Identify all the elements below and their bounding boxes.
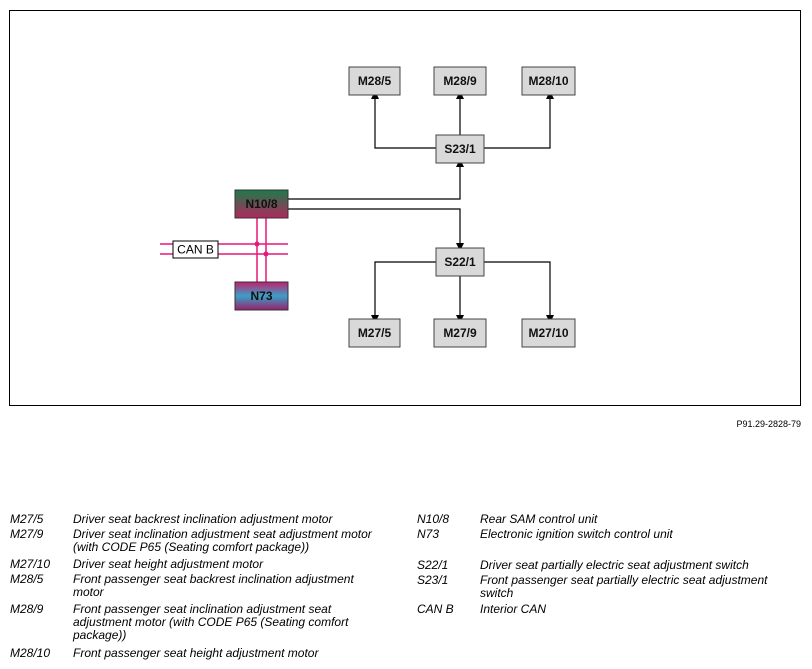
node-s22-1: S22/1 [435, 247, 485, 277]
legend-desc: Interior CAN [480, 602, 547, 616]
node-m28-10: M28/10 [521, 66, 576, 96]
legend-code: N73 [417, 527, 440, 541]
connector-s22-branch [288, 208, 554, 323]
legend-desc: Rear SAM control unit [480, 512, 598, 526]
legend-code: S23/1 [417, 573, 449, 587]
node-m28-9: M28/9 [433, 66, 487, 96]
legend-desc: Front passenger seat inclination adjustm… [73, 602, 349, 642]
block-diagram: M28/5 M28/9 M28/10 S23/1 N10/8 CAN B N [160, 66, 576, 348]
legend-desc: Front passenger seat height adjustment m… [73, 646, 319, 660]
node-m27-10: M27/10 [521, 318, 576, 348]
node-label: M28/9 [443, 74, 477, 88]
legend-code: M28/5 [10, 572, 44, 586]
node-label: CAN B [177, 243, 214, 257]
node-label: S22/1 [444, 255, 476, 269]
node-s23-1: S23/1 [435, 134, 485, 164]
legend-left: M27/5 Driver seat backrest inclination a… [10, 513, 405, 663]
legend-code: CAN B [417, 602, 454, 616]
legend-desc: Driver seat backrest inclination adjustm… [73, 512, 333, 526]
legend-desc: Front passenger seat backrest inclinatio… [73, 572, 354, 599]
node-n73: N73 [234, 281, 289, 311]
node-label: M28/10 [528, 74, 568, 88]
diagram-frame: M28/5 M28/9 M28/10 S23/1 N10/8 CAN B N [9, 10, 801, 406]
node-label: N73 [250, 289, 272, 303]
node-label: S23/1 [444, 142, 476, 156]
legend-desc: Driver seat inclination adjustment seat … [73, 527, 372, 554]
legend-desc: Front passenger seat partially electric … [480, 573, 768, 600]
legend-code: S22/1 [417, 558, 449, 572]
node-m27-5: M27/5 [348, 318, 401, 348]
node-m28-5: M28/5 [348, 66, 401, 96]
node-n10-8: N10/8 [234, 189, 289, 219]
figure-reference: P91.29-2828-79 [736, 419, 801, 429]
legend-code: M27/5 [10, 512, 44, 526]
legend-code: M28/9 [10, 602, 44, 616]
node-label: M27/5 [358, 326, 392, 340]
node-label: N10/8 [245, 197, 277, 211]
node-label: M28/5 [358, 74, 392, 88]
legend-code: M28/10 [10, 646, 51, 660]
legend-desc: Electronic ignition switch control unit [480, 527, 673, 541]
node-label: M27/10 [528, 326, 568, 340]
legend-code: N10/8 [417, 512, 450, 526]
legend-code: M27/9 [10, 527, 44, 541]
legend-desc: Driver seat height adjustment motor [73, 557, 264, 571]
can-junction-dot [263, 251, 269, 257]
can-junction-dot [254, 241, 260, 247]
node-can-b: CAN B [172, 240, 219, 259]
legend-right: N10/8 Rear SAM control unit N73 Electron… [417, 513, 802, 623]
legend-code: M27/10 [10, 557, 51, 571]
legend-desc: Driver seat partially electric seat adju… [480, 558, 749, 572]
connector-s23-branch [288, 91, 554, 200]
node-m27-9: M27/9 [433, 318, 487, 348]
node-label: M27/9 [443, 326, 477, 340]
